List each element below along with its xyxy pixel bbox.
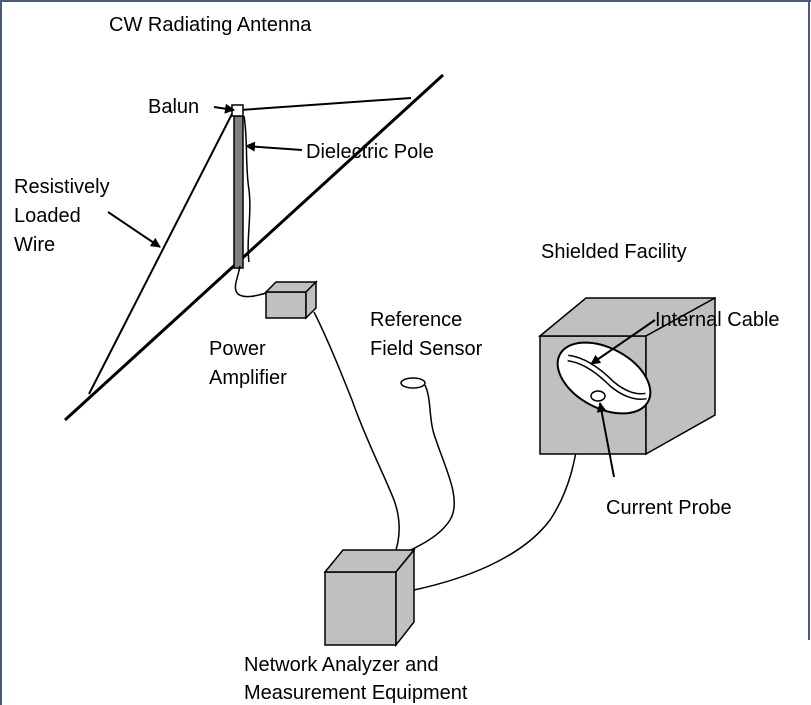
- current-probe-arrow: [596, 402, 615, 478]
- dielectric-pole: [233, 115, 244, 269]
- dielectric-pole-arrow: [245, 141, 303, 152]
- label-cw-antenna: CW Radiating Antenna: [109, 14, 312, 36]
- label-dielectric-pole: Dielectric Pole: [306, 141, 434, 163]
- label-analyzer-1: Network Analyzer and: [244, 654, 439, 676]
- label-resistive-wire-1: Resistively: [14, 176, 110, 198]
- resistive-wire-arrow: [107, 211, 161, 248]
- resistive-wire-top: [239, 97, 412, 111]
- label-reference-sensor-2: Field Sensor: [370, 338, 483, 360]
- label-internal-cable: Internal Cable: [655, 309, 780, 331]
- balun-arrow: [213, 103, 235, 114]
- ground-wire: [63, 73, 445, 422]
- cable-pole-to-amp: [234, 265, 271, 298]
- reference-field-sensor: [400, 377, 426, 389]
- cable-amp-to-analyzer: [313, 311, 400, 557]
- label-resistive-wire-3: Wire: [14, 234, 55, 256]
- label-resistive-wire-2: Loaded: [14, 205, 81, 227]
- power-amplifier-box: [264, 280, 318, 320]
- resistive-wire-left: [88, 111, 234, 395]
- label-power-amp-2: Amplifier: [209, 367, 287, 389]
- label-analyzer-2: Measurement Equipment: [244, 682, 468, 704]
- feed-cable-pole: [243, 115, 251, 263]
- label-current-probe: Current Probe: [606, 497, 732, 519]
- shielded-facility-box: [537, 296, 716, 456]
- label-reference-sensor-1: Reference: [370, 309, 462, 331]
- label-shielded-facility: Shielded Facility: [541, 241, 687, 263]
- network-analyzer-box: [323, 547, 416, 648]
- label-balun: Balun: [148, 96, 199, 118]
- internal-cable-arrow: [590, 319, 656, 365]
- cable-sensor-to-analyzer: [397, 384, 455, 557]
- label-power-amp-1: Power: [209, 338, 266, 360]
